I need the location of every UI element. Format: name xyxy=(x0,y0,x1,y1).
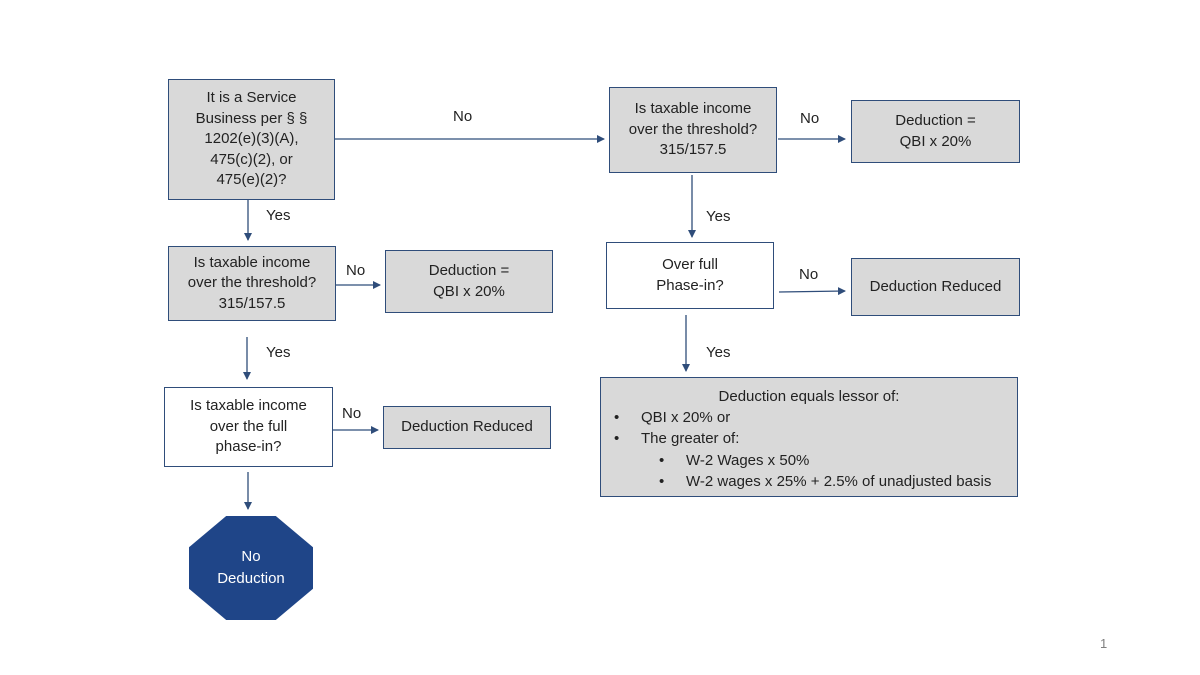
node-line: QBI x 20% xyxy=(433,282,505,300)
node-line: phase-in? xyxy=(215,438,282,456)
result-title: Deduction equals lessor of: xyxy=(718,388,900,405)
edge-label-no: No xyxy=(799,266,819,283)
result-subitem: W-2 wages x 25% + 2.5% of unadjusted bas… xyxy=(686,473,992,490)
node-line: Deduction Reduced xyxy=(401,418,533,436)
node-line: over the full xyxy=(209,417,288,435)
node-line: 1202(e)(3)(A), xyxy=(204,130,299,148)
edge-label-yes: Yes xyxy=(266,344,291,361)
bullet: • xyxy=(614,430,620,447)
node-line: Is taxable income xyxy=(193,253,311,271)
node-line: QBI x 20% xyxy=(899,132,972,150)
node-line: 315/157.5 xyxy=(659,141,727,159)
edge-label-no: No xyxy=(800,110,820,127)
node-line: Deduction = xyxy=(428,262,510,279)
node-line: No xyxy=(241,548,261,565)
edge-label-no: No xyxy=(342,405,362,422)
edge-label-yes: Yes xyxy=(266,207,291,224)
right-phasein-decision: Over full Phase-in? xyxy=(606,242,774,309)
node-line: Is taxable income xyxy=(634,100,752,118)
service-business-decision: It is a Service Business per § § 1202(e)… xyxy=(168,79,335,200)
node-line: 475(c)(2), or xyxy=(210,150,293,168)
node-line: Over full xyxy=(662,256,718,273)
result-subitem: W-2 Wages x 50% xyxy=(686,452,810,469)
left-deduction-reduced: Deduction Reduced xyxy=(383,406,551,449)
left-phasein-decision: Is taxable income over the full phase-in… xyxy=(164,387,333,467)
bullet: • xyxy=(659,452,665,469)
node-line: It is a Service xyxy=(206,89,297,107)
bullet: • xyxy=(659,473,665,490)
right-threshold-decision: Is taxable income over the threshold? 31… xyxy=(609,87,777,173)
edge-label-yes: Yes xyxy=(706,344,731,361)
node-line: Phase-in? xyxy=(656,276,724,294)
left-deduction-result: Deduction = QBI x 20% xyxy=(385,250,553,313)
page-number: 1 xyxy=(1100,636,1108,651)
node-line: Business per § § xyxy=(195,109,308,127)
right-deduction-result: Deduction = QBI x 20% xyxy=(851,100,1020,163)
bullet: • xyxy=(614,409,620,426)
left-threshold-decision: Is taxable income over the threshold? 31… xyxy=(168,246,336,321)
node-line: over the threshold? xyxy=(628,120,758,138)
edge-label-yes: Yes xyxy=(706,208,731,225)
arrow-right-phasein-to-reduced xyxy=(778,287,846,296)
no-deduction-stop-sign: No Deduction xyxy=(189,516,313,620)
node-line: 315/157.5 xyxy=(218,294,286,312)
result-item: QBI x 20% or xyxy=(641,409,731,426)
node-line: over the threshold? xyxy=(187,274,317,292)
deduction-lessor-result: Deduction equals lessor of: • QBI x 20% … xyxy=(600,377,1018,497)
node-line: Deduction xyxy=(217,570,285,587)
node-line: Deduction = xyxy=(895,112,976,129)
node-line: Is taxable income xyxy=(190,397,307,415)
edge-label-no: No xyxy=(453,108,473,125)
node-line: 475(e)(2)? xyxy=(216,171,287,189)
result-item: The greater of: xyxy=(641,430,740,447)
node-line: Deduction Reduced xyxy=(869,277,1002,295)
edge-label-no: No xyxy=(346,262,366,279)
right-deduction-reduced: Deduction Reduced xyxy=(851,258,1020,316)
